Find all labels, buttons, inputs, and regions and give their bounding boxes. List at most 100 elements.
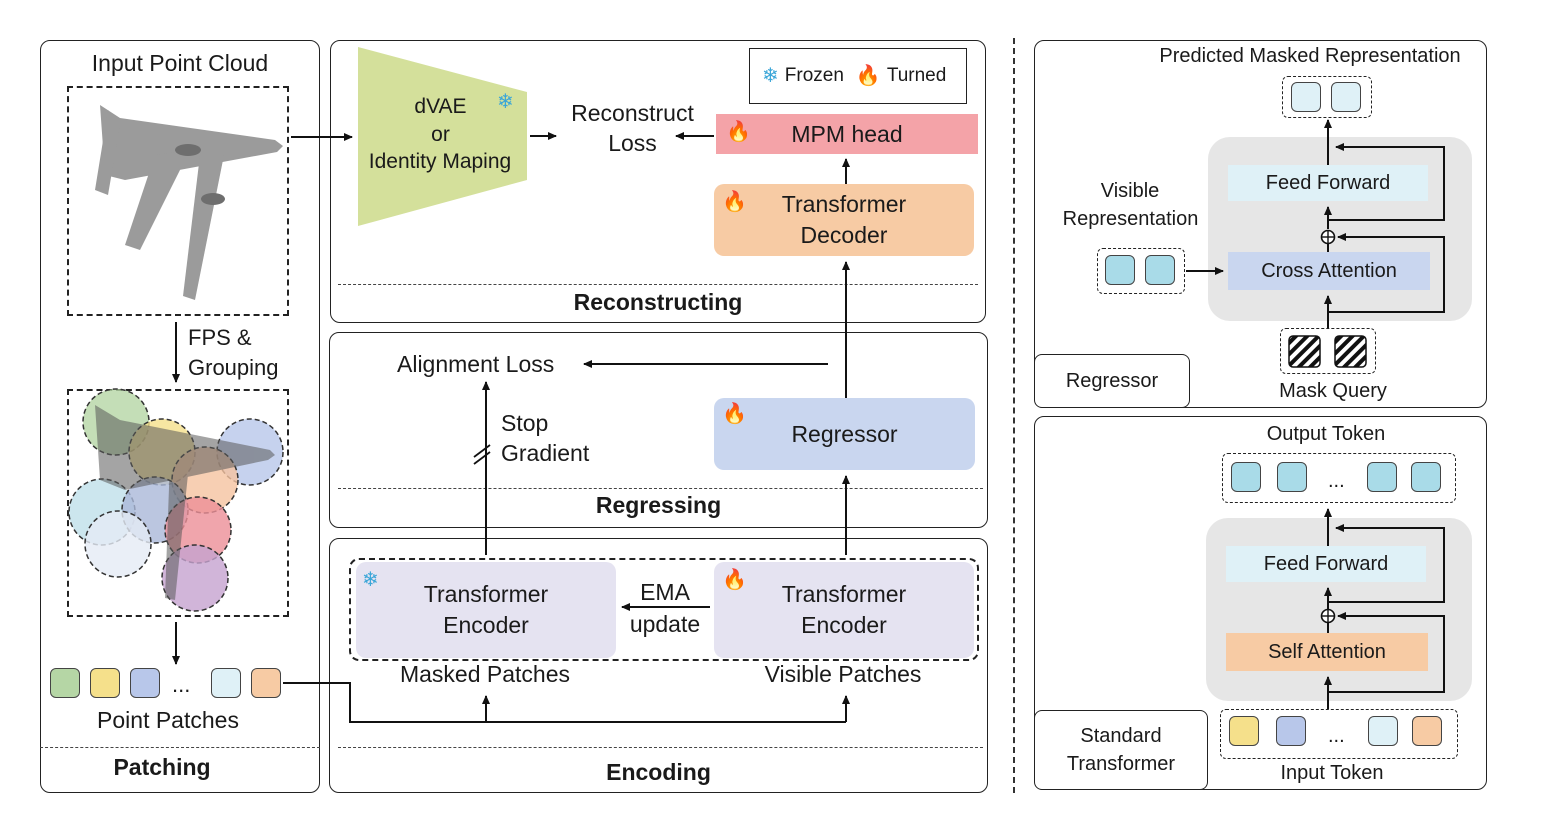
encoding-section-title: Encoding [606,759,711,785]
point-patch-token-2 [90,668,120,698]
predicted-masked-representation-title: Predicted Masked Representation [1159,45,1461,67]
regressor-tag: Regressor [1034,354,1190,408]
transformer-encoder-frozen: Transformer Encoder [356,562,616,658]
snowflake-icon: ❄ [497,91,514,113]
input-point-cloud-box [67,86,289,316]
fps-grouping-label-2: Grouping [188,355,279,380]
ema-label-1: EMA [640,579,690,605]
patching-divider [40,747,320,748]
predicted-token-2 [1331,82,1361,112]
standard-feed-forward-label: Feed Forward [1263,552,1389,575]
stop-gradient-label-2: Gradient [501,440,590,466]
encoder-left-label-2: Encoder [443,612,529,638]
visible-tokens-box [1097,248,1185,294]
snowflake-icon: ❄ [762,65,779,87]
legend-turned: Turned [886,65,947,86]
fire-icon: 🔥 [722,569,747,591]
fire-icon: 🔥 [722,191,747,213]
standard-feed-forward-block: Feed Forward [1226,546,1426,582]
point-patch-token-3 [130,668,160,698]
point-patches-label: Point Patches [97,707,239,733]
input-token-3 [1368,716,1398,746]
feed-forward-block: Feed Forward [1228,165,1428,201]
visible-token-1 [1105,255,1135,285]
standard-tag-label-2: Transformer [1066,753,1176,775]
regressing-section-title: Regressing [595,492,722,518]
regressing-divider [338,488,983,489]
output-token-2 [1277,462,1307,492]
decoder-label-1: Transformer [781,191,907,217]
legend-box: ❄ Frozen 🔥 Turned [749,48,967,104]
airplane-point-cloud [95,105,283,300]
masked-patches-label: Masked Patches [399,661,571,687]
self-attention-block: Self Attention [1226,633,1428,671]
predicted-token-1 [1291,82,1321,112]
output-tokens-box [1222,453,1456,503]
grouped-patches-circles [68,388,284,612]
input-token-title: Input Token [1280,762,1384,784]
patches-ellipsis: ... [172,672,191,697]
point-patch-token-1 [50,668,80,698]
self-attention-label: Self Attention [1268,640,1386,663]
point-patch-token-5 [251,668,281,698]
output-token-1 [1231,462,1261,492]
reconstruct-loss-label-2: Loss [608,130,657,156]
visible-token-2 [1145,255,1175,285]
reconstructing-divider [338,284,978,285]
regressor-block: Regressor [714,398,975,470]
reconstruct-loss-label-1: Reconstruct [571,100,694,126]
regressor-tag-label: Regressor [1065,369,1159,392]
output-token-4 [1411,462,1441,492]
input-token-4 [1412,716,1442,746]
dvae-label-2: or [431,123,450,146]
output-token-title: Output Token [1266,423,1386,445]
encoder-right-label-1: Transformer [781,581,907,607]
input-ellipsis: ... [1328,725,1345,747]
output-ellipsis: ... [1328,470,1345,492]
point-patch-token-4 [211,668,241,698]
predicted-tokens-box [1282,76,1372,118]
dvae-label-3: Identity Maping [368,150,512,173]
panel-separator [1013,38,1015,793]
fps-grouping-label-1: FPS & [188,325,252,350]
alignment-loss-label: Alignment Loss [397,351,555,377]
stop-gradient-label-1: Stop [501,410,549,436]
input-token-2 [1276,716,1306,746]
input-tokens-box [1220,709,1458,759]
cross-attention-block: Cross Attention [1228,252,1430,290]
reconstructing-section-title: Reconstructing [573,289,743,315]
snowflake-icon: ❄ [362,569,379,591]
encoder-right-label-2: Encoder [801,612,887,638]
mpm-head-label: MPM head [791,120,903,147]
visible-patches-label: Visible Patches [764,661,922,687]
ema-label-2: update [629,611,701,637]
cross-attention-label: Cross Attention [1261,259,1397,282]
transformer-decoder-block: Transformer Decoder [714,184,974,256]
regressor-label: Regressor [791,420,898,447]
standard-transformer-tag: Standard Transformer [1034,710,1208,790]
visible-representation-label-1: Visible [1100,180,1160,202]
fire-icon: 🔥 [855,65,881,87]
visible-representation-label-2: Representation [1062,208,1199,230]
dvae-label-1: dVAE [414,95,467,118]
fire-icon: 🔥 [726,121,751,143]
transformer-encoder-tuned: Transformer Encoder [714,562,974,658]
legend-frozen: Frozen [784,65,844,86]
fire-icon: 🔥 [722,403,747,425]
feed-forward-label: Feed Forward [1265,171,1391,194]
mpm-head-block: MPM head [716,114,978,154]
encoding-divider [338,747,983,748]
output-token-3 [1367,462,1397,492]
encoder-left-label-1: Transformer [423,581,549,607]
mask-query-label: Mask Query [1279,380,1387,402]
encoders-dashed-group [349,558,979,661]
input-point-cloud-title: Input Point Cloud [91,50,269,76]
decoder-label-2: Decoder [800,222,888,248]
patching-section-title: Patching [113,754,211,780]
dvae-trapezoid [358,47,527,226]
input-token-1 [1229,716,1259,746]
standard-tag-label-1: Standard [1080,725,1162,747]
grouped-patches-box [67,389,289,617]
